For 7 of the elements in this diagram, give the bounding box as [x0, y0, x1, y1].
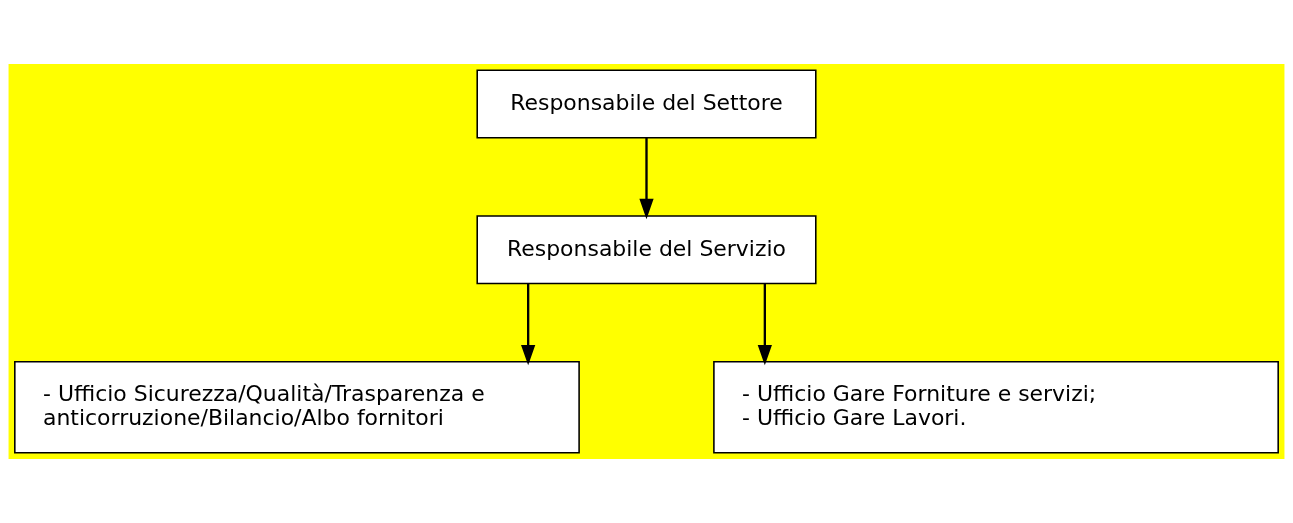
node-box: Responsabile del Servizio	[476, 215, 817, 285]
arrow	[757, 283, 772, 366]
arrow	[639, 137, 654, 220]
node-box: - Ufficio Gare Forniture e servizi; - Ufficio Gare Lavori.	[713, 361, 1279, 454]
arrow	[521, 283, 536, 366]
node-box: - Ufficio Sicurezza/Qualità/Trasparenza e anticorruzione/Bilancio/Albo fornitori	[14, 361, 580, 454]
node-box: Responsabile del Settore	[476, 69, 817, 139]
